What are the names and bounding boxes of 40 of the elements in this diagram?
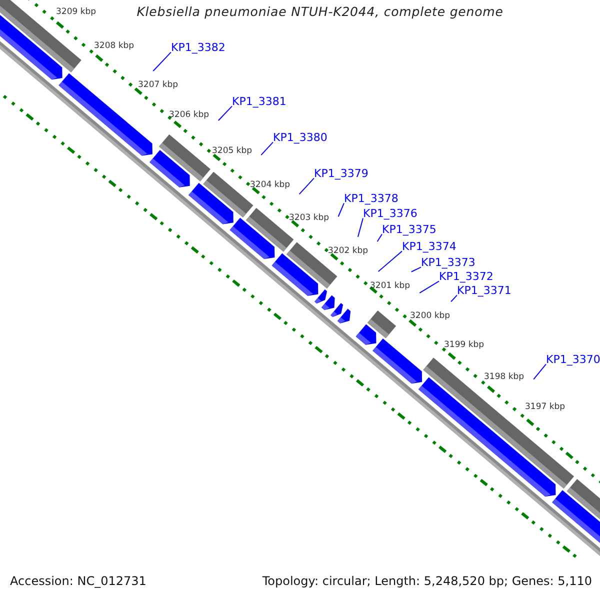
- scale-label: 3201 kbp: [370, 281, 410, 292]
- gene-label: KP1_3376: [363, 207, 418, 220]
- scale-label: 3197 kbp: [525, 402, 566, 412]
- leader-line: [378, 250, 402, 272]
- title: Klebsiella pneumoniae NTUH-K2044, complete genome: [136, 4, 504, 19]
- leader-line: [218, 106, 232, 122]
- leader-line: [376, 234, 382, 242]
- footer-text: Accession: NC_012731: [10, 574, 146, 588]
- gene-label: KP1_3379: [314, 167, 368, 180]
- scale-label: 3209 kbp: [56, 7, 96, 18]
- leader-line: [152, 52, 172, 72]
- leader-line: [357, 218, 364, 238]
- leader-line: [298, 178, 314, 195]
- scale-label: 3200 kbp: [410, 311, 450, 322]
- gene-label: KP1_3374: [402, 240, 456, 254]
- gene-label: KP1_3370: [546, 353, 600, 366]
- leader-line: [450, 294, 458, 302]
- gene-label: KP1_3372: [439, 270, 494, 284]
- leader-line: [260, 142, 274, 156]
- scale-label: 3206 kbp: [169, 110, 210, 120]
- gene-label: KP1_3373: [421, 256, 476, 270]
- scale-label: 3204 kbp: [250, 180, 290, 190]
- leader-line: [533, 364, 546, 380]
- scale-label: 3199 kbp: [444, 340, 484, 350]
- leader-line: [338, 202, 344, 218]
- footer-text: Topology: circular; Length: 5,248,520 bp; Genes: 5,110: [262, 574, 592, 588]
- scale-label: 3203 kbp: [289, 213, 330, 224]
- gene-label: KP1_3378: [344, 192, 398, 206]
- gene-label: KP1_3380: [273, 131, 328, 144]
- gene-label: KP1_3382: [171, 41, 226, 54]
- scale-label: 3198 kbp: [484, 372, 524, 382]
- scale-label: 3205 kbp: [212, 146, 252, 156]
- scale-label: 3207 kbp: [138, 80, 178, 90]
- leader-line: [410, 266, 422, 272]
- gene-label: KP1_3375: [382, 223, 436, 236]
- gene-label: KP1_3371: [457, 284, 512, 298]
- scale-label: 3202 kbp: [328, 246, 368, 256]
- scale-label: 3208 kbp: [94, 41, 134, 52]
- gene-label: KP1_3381: [232, 95, 286, 108]
- leader-line: [419, 280, 440, 294]
